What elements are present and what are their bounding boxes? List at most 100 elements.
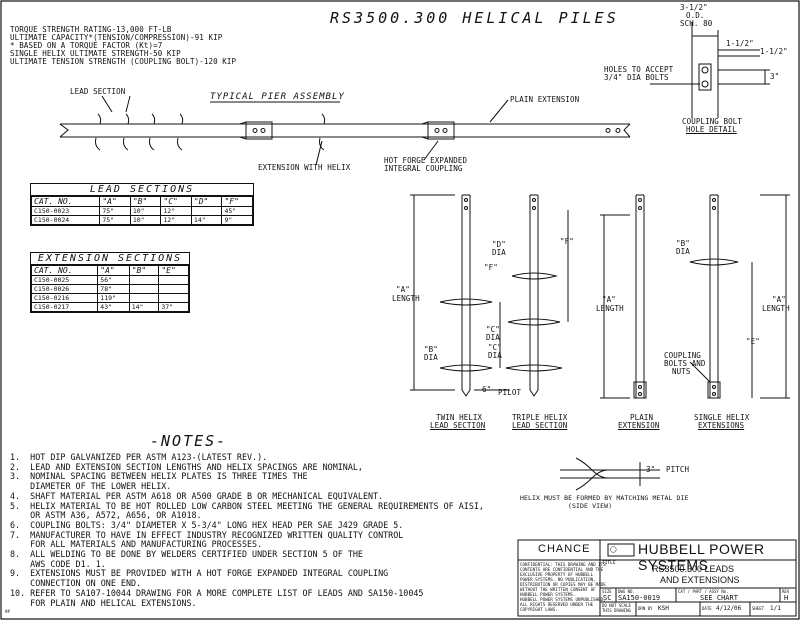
table-cell: C150-0025 (30, 275, 99, 285)
cat-label: CAT / PART / ASSY No. (678, 589, 729, 594)
ext-header-e: "E" (158, 265, 189, 276)
spec-torque-factor: * BASED ON A TORQUE FACTOR (Kt)=7 (10, 41, 163, 50)
triple-c-label: "C" (488, 343, 502, 352)
twin-helix-lead (410, 194, 510, 397)
single-helix-extension (689, 194, 790, 399)
detail-dim-c: 1-1/2" (760, 47, 788, 56)
table-cell: C150-0024 (30, 215, 101, 225)
pitch-label: PITCH (666, 465, 690, 474)
table-row: C150-0025 56" (30, 275, 189, 285)
confidential-line: HUBBELL POWER SYSTEMS. (520, 592, 576, 597)
triple-caption-1: TRIPLE HELIX (512, 413, 568, 422)
twin-a-label: "A" (396, 285, 410, 294)
note-item: 1. HOT DIP GALVANIZED PER ASTM A123-(LAT… (10, 452, 268, 462)
table-cell: 14" (128, 302, 160, 312)
lead-header-b: "B" (129, 196, 162, 207)
note-item: 8. ALL WELDING TO BE DONE BY WELDERS CER… (10, 549, 363, 569)
table-cell: 12" (160, 215, 192, 225)
twin-caption-1: TWIN HELIX (436, 413, 483, 422)
drn-value: KSH (658, 605, 669, 612)
note-item: 3. NOMINAL SPACING BETWEEN HELIX PLATES … (10, 471, 308, 492)
detail-caption-2: HOLE DETAIL (686, 125, 737, 134)
table-cell: 14" (190, 215, 223, 225)
single-caption-2: EXTENSIONS (698, 421, 745, 430)
plain-length-label: LENGTH (596, 304, 624, 313)
date-label: DATE (702, 606, 712, 611)
spec-single-helix: SINGLE HELIX ULTIMATE STRENGTH-50 KIP (10, 49, 181, 58)
drawing-title: RS3500.300 HELICAL PILES (330, 9, 619, 27)
company-name: HUBBELL POWER SYSTEMS (638, 541, 765, 573)
title-field-label: TITLE (602, 561, 616, 566)
table-cell: 45" (221, 206, 253, 216)
lead-header-c: "C" (160, 196, 192, 207)
triple-c-dia: DIA (488, 351, 502, 360)
twin-b-label: "B" (424, 345, 438, 354)
table-cell: 9" (221, 215, 253, 225)
notes-list: 1. HOT DIP GALVANIZED PER ASTM A123-(LAT… (10, 452, 484, 608)
table-cell: 78" (97, 284, 130, 294)
triple-f-label: "F" (560, 237, 574, 246)
lead-sections-table: LEAD SECTIONS CAT. NO. "A" "B" "C" "D" "… (30, 183, 254, 226)
note-item: 2. LEAD AND EXTENSION SECTION LENGTHS AN… (10, 461, 363, 472)
hot-forge-label-1: HOT FORGE EXPANDED (384, 156, 468, 165)
hubbell-logo-icon: ◯ (610, 547, 617, 553)
table-cell: 75" (99, 206, 131, 216)
single-e-label: "E" (746, 337, 760, 346)
table-cell: 37" (158, 302, 189, 312)
pier-assembly-heading: TYPICAL PIER ASSEMBLY (210, 92, 345, 102)
confidential-line: HUBBELL POWER SYSTEMS UNPUBLISHED, (520, 597, 606, 602)
table-cell: C150-0216 (30, 293, 99, 303)
detail-od: O.D. (686, 11, 705, 20)
cat-value: SEE CHART (700, 594, 738, 602)
table-cell: 56" (97, 275, 130, 285)
drawing-title-line-1: RS3500.300 LEADS (652, 564, 735, 574)
plain-caption-2: EXTENSION (618, 421, 660, 430)
lead-header-f: "F" (221, 196, 253, 207)
lead-table-title: LEAD SECTIONS (31, 184, 253, 196)
detail-holes-2: 3/4" DIA BOLTS (604, 73, 669, 82)
ext-header-b: "B" (128, 265, 160, 276)
confidential-line: CONFIDENTIAL: THIS DRAWING AND ITS (520, 562, 606, 567)
single-a-label: "A" (772, 295, 786, 304)
table-cell: 10" (129, 206, 162, 216)
table-cell: C150-0217 (30, 302, 99, 312)
ext-header-cat: CAT. NO. (30, 265, 99, 276)
size-label: SIZE (602, 589, 612, 594)
triple-d-dia: DIA (492, 248, 506, 257)
pitch-caption-1: HELIX MUST BE FORMED BY MATCHING METAL D… (520, 494, 689, 502)
ext-table-grid: CAT. NO. "A" "B" "E" C150-0025 56" C150-… (30, 265, 189, 312)
plain-extension-label: PLAIN EXTENSION (510, 95, 580, 104)
lead-header-cat: CAT. NO. (30, 196, 101, 207)
coupling-label-1: COUPLING (664, 351, 701, 360)
table-cell: C150-0026 (30, 284, 99, 294)
plain-extension (600, 194, 647, 399)
plain-caption-1: PLAIN (630, 413, 654, 422)
ext-header-a: "A" (97, 265, 130, 276)
single-length-label: LENGTH (762, 304, 790, 313)
no-scale-note: DO NOT SCALE THIS DRAWING (602, 603, 631, 613)
table-cell (158, 293, 189, 303)
triple-caption-2: LEAD SECTION (512, 421, 568, 430)
confidential-line: WITHOUT THE WRITTEN CONSENT OF (520, 587, 596, 592)
confidential-line: EXCLUSIVE PROPERTY OF HUBBELL (520, 572, 594, 577)
size-value: SC (603, 594, 612, 602)
table-row: C150-0217 43" 14" 37" (30, 302, 189, 312)
plain-a-label: "A" (602, 295, 616, 304)
ext-table-title: EXTENSION SECTIONS (31, 253, 189, 265)
detail-holes-1: HOLES TO ACCEPT (604, 65, 674, 74)
table-cell: 43" (97, 302, 130, 312)
note-item: 9. EXTENSIONS MUST BE PROVIDED WITH A HO… (10, 568, 389, 589)
coupling-label-2: BOLTS AND (664, 359, 706, 368)
twin-b-dia: DIA (424, 353, 438, 362)
table-row: C150-0216 119" (30, 293, 189, 303)
coupling-label-3: NUTS (672, 367, 691, 376)
confidential-notice: CONFIDENTIAL: THIS DRAWING AND ITS CONTE… (520, 562, 606, 612)
table-cell (128, 284, 160, 294)
lead-header-a: "A" (99, 196, 131, 207)
sheet-label: SHEET (752, 606, 765, 611)
title-block-lines (517, 539, 797, 617)
spec-tension: ULTIMATE TENSION STRENGTH (COUPLING BOLT… (10, 57, 237, 66)
rev-label: REV (782, 589, 790, 594)
